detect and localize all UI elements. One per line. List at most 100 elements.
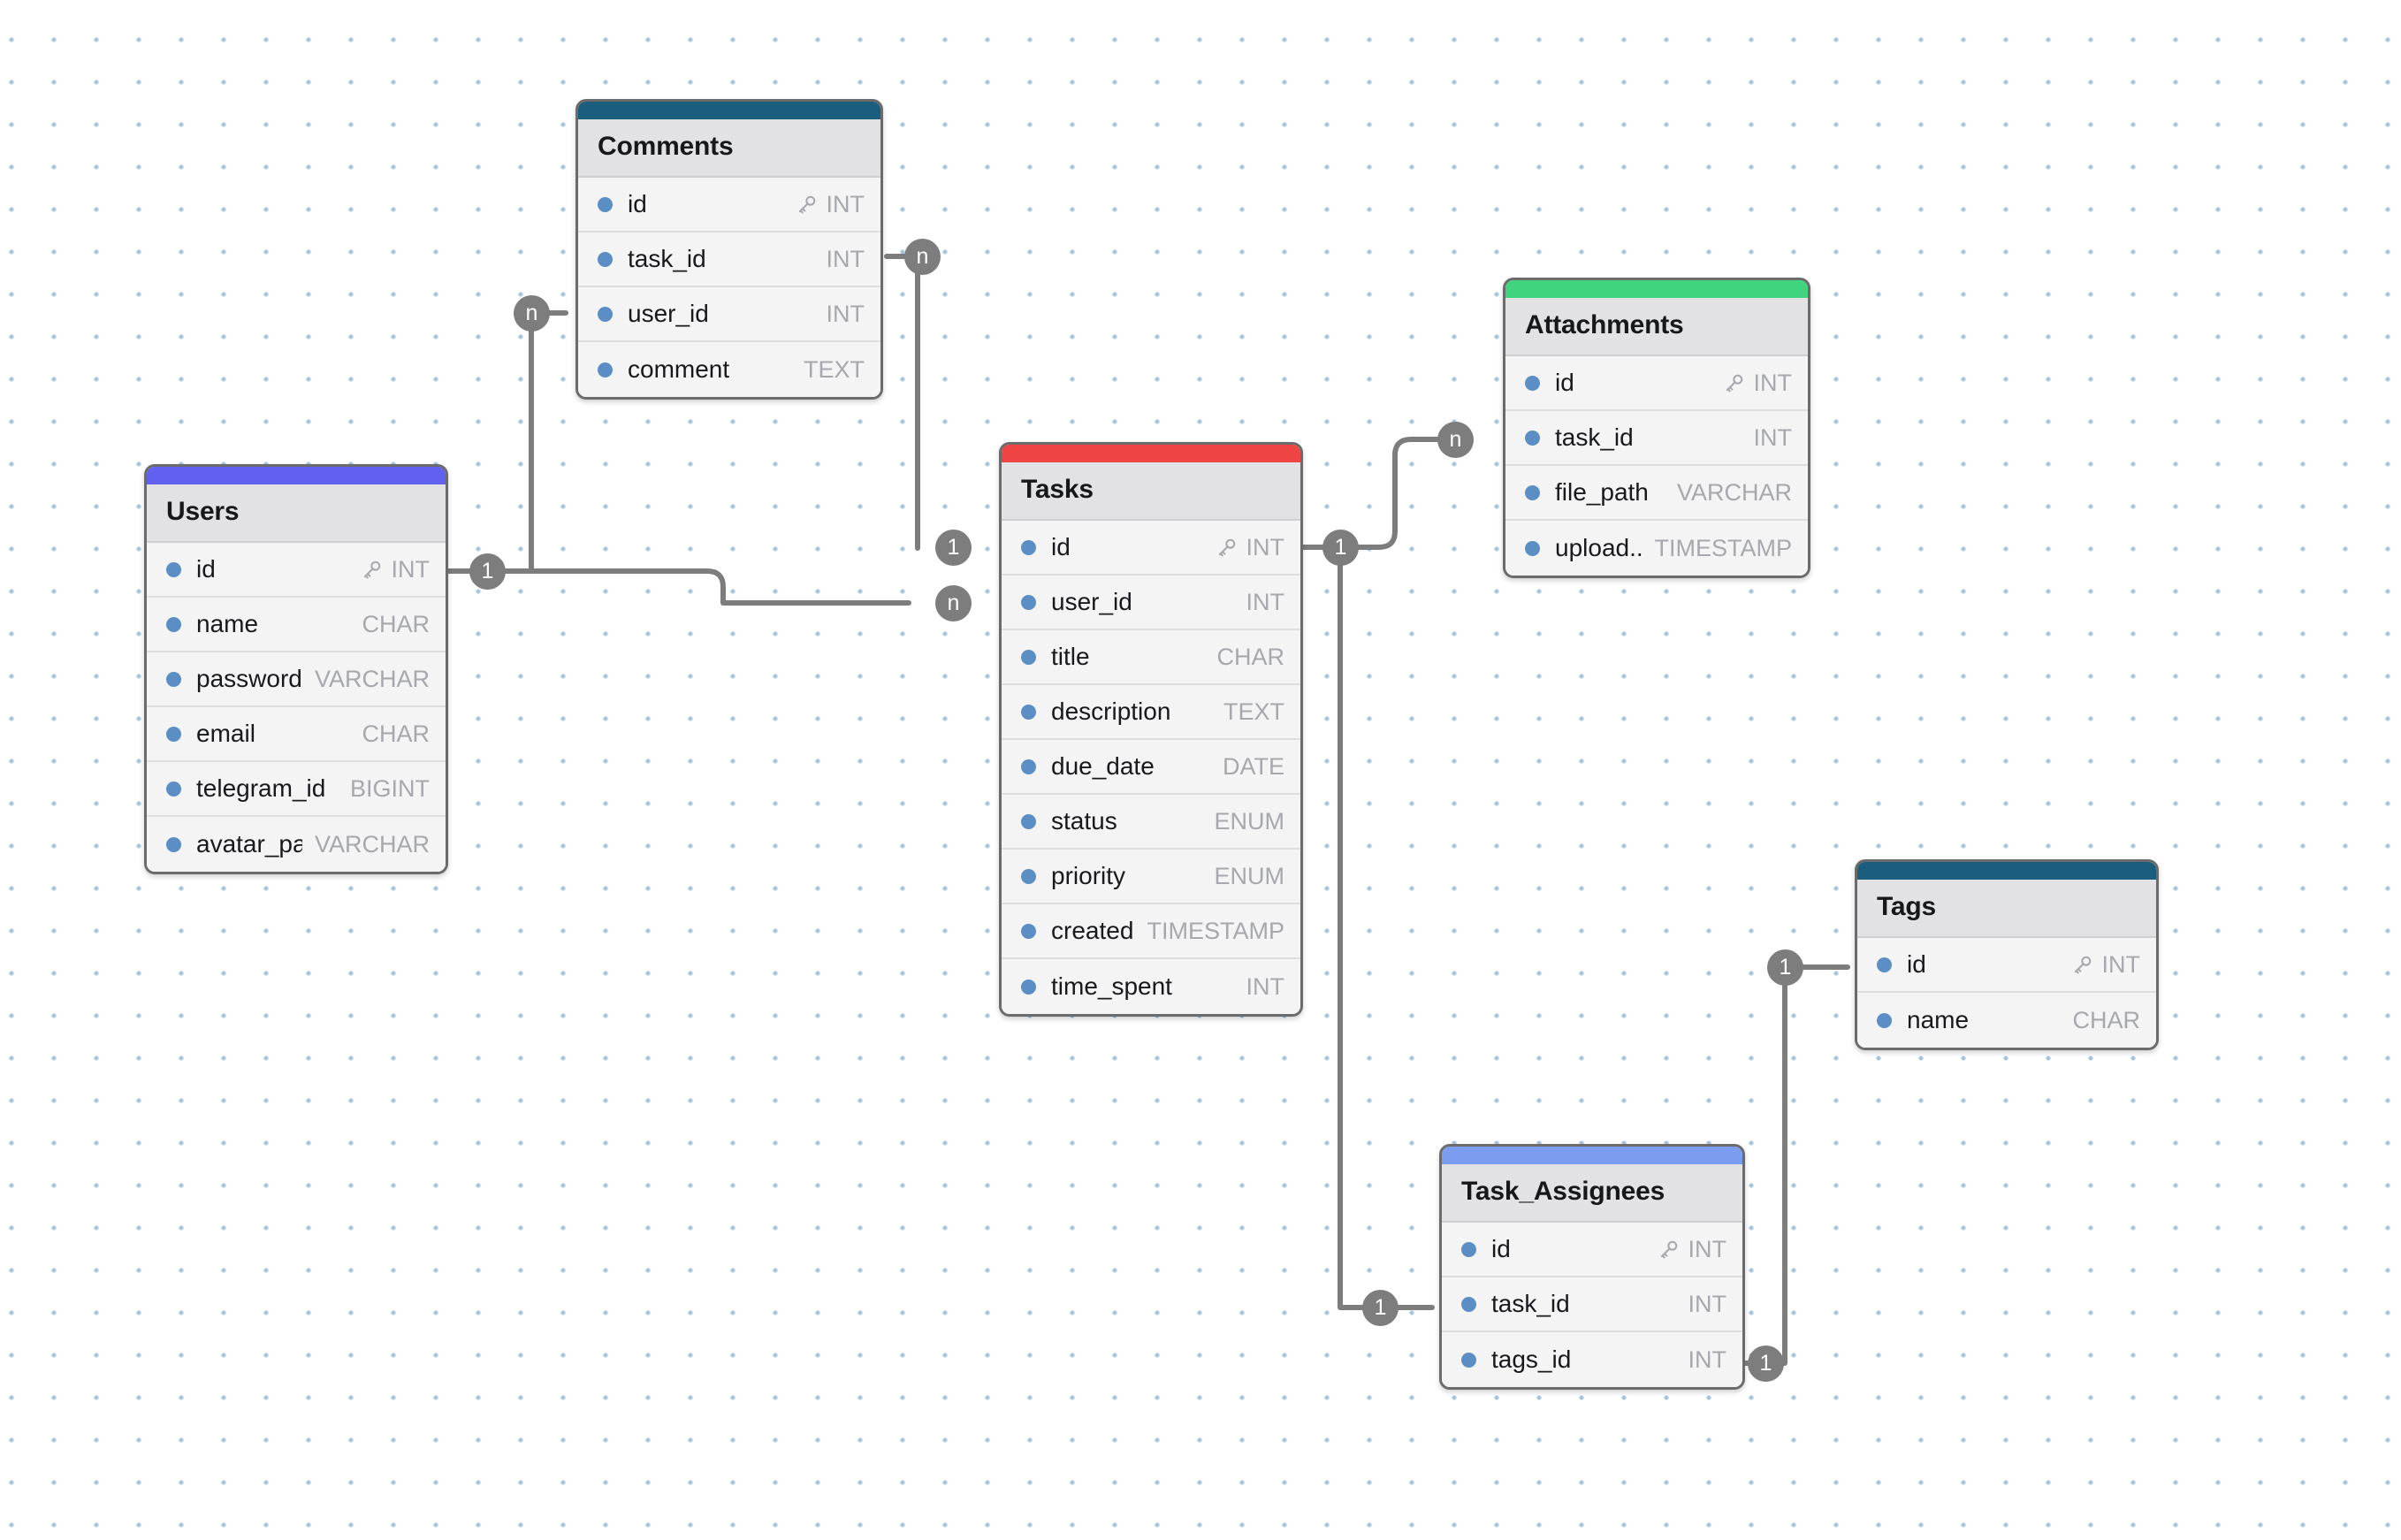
column-meta: VARCHAR <box>302 666 430 693</box>
column-row[interactable]: avatar_pa...VARCHAR <box>147 817 446 872</box>
column-type: VARCHAR <box>1676 478 1792 506</box>
column-row[interactable]: id INT <box>1505 356 1808 411</box>
marker-tasks-id-right-1[interactable]: 1 <box>1322 530 1359 566</box>
marker-tasks-user-id-n[interactable]: n <box>935 585 972 621</box>
column-meta: BIGINT <box>338 775 430 803</box>
column-meta: TEXT <box>791 356 865 384</box>
column-bullet-icon <box>166 836 181 852</box>
column-name: file_path <box>1555 478 1649 506</box>
column-name: user_id <box>628 300 709 327</box>
wire-tags-taskassignees <box>1737 964 1850 1366</box>
column-type: INT <box>826 245 865 272</box>
marker-tags-id-1[interactable]: 1 <box>1767 949 1803 986</box>
column-name: id <box>1555 369 1574 396</box>
column-type: INT <box>1688 1235 1727 1262</box>
table-accent-bar-tags <box>1857 862 2156 880</box>
column-bullet-icon <box>1021 704 1036 720</box>
column-bullet-icon <box>166 726 181 742</box>
column-type: INT <box>1246 588 1285 615</box>
column-name: upload... <box>1555 534 1643 561</box>
column-row[interactable]: upload... TIMESTAMP <box>1505 521 1808 576</box>
column-row[interactable]: id INT <box>1002 521 1300 576</box>
column-row[interactable]: user_id INT <box>578 287 880 342</box>
marker-attachments-task-id-n[interactable]: n <box>1437 422 1474 458</box>
column-row[interactable]: email CHAR <box>147 707 446 762</box>
column-bullet-icon <box>598 196 613 212</box>
column-meta: DATE <box>1210 753 1284 781</box>
column-name: task_id <box>1555 423 1634 451</box>
column-row[interactable]: file_path VARCHAR <box>1505 466 1808 521</box>
wire-tasks-taskassignees <box>1338 545 1435 1310</box>
marker-comments-task-id-n[interactable]: n <box>904 239 941 275</box>
column-name: time_spent <box>1051 972 1172 1000</box>
column-type: TEXT <box>803 355 865 383</box>
column-type: ENUM <box>1214 807 1285 835</box>
column-name: tags_id <box>1491 1346 1572 1373</box>
column-bullet-icon <box>166 671 181 687</box>
column-type: INT <box>1246 533 1285 560</box>
marker-task-assignees-task-id-1[interactable]: 1 <box>1362 1290 1399 1326</box>
wire-tasks-comments <box>884 254 920 551</box>
column-meta: INT <box>2059 951 2140 979</box>
column-bullet-icon <box>1525 484 1540 500</box>
column-meta: ENUM <box>1202 808 1285 835</box>
column-meta: ENUM <box>1202 863 1285 890</box>
column-type: TIMESTAMP <box>1147 917 1284 944</box>
column-type: INT <box>1753 369 1793 396</box>
marker-users-id-1[interactable]: 1 <box>469 553 506 590</box>
column-type: CHAR <box>362 720 430 747</box>
marker-task-assignees-tags-id-1[interactable]: 1 <box>1748 1346 1784 1382</box>
column-bullet-icon <box>1525 430 1540 446</box>
column-bullet-icon <box>1461 1296 1476 1312</box>
column-name: id <box>628 190 647 217</box>
table-accent-bar-attachments <box>1505 280 1808 298</box>
column-meta: INT <box>814 301 865 328</box>
marker-comments-user-id-n[interactable]: n <box>514 295 550 332</box>
column-bullet-icon <box>1021 868 1036 884</box>
column-bullet-icon <box>1021 813 1036 829</box>
column-row[interactable]: created... TIMESTAMP <box>1002 904 1300 959</box>
column-name: status <box>1051 807 1117 835</box>
column-type: TIMESTAMP <box>1654 534 1792 561</box>
column-name: title <box>1051 643 1090 670</box>
column-name: email <box>196 720 255 747</box>
column-row[interactable]: description TEXT <box>1002 685 1300 740</box>
column-type: TEXT <box>1223 698 1284 725</box>
column-name: created... <box>1051 917 1134 944</box>
key-icon <box>1726 374 1742 393</box>
column-row[interactable]: status ENUM <box>1002 795 1300 850</box>
column-name: description <box>1051 698 1171 725</box>
table-accent-bar-users <box>147 467 446 484</box>
table-title-attachments: Attachments <box>1505 298 1808 356</box>
column-bullet-icon <box>1021 594 1036 610</box>
column-meta: CHAR <box>349 611 430 638</box>
column-name: id <box>1051 533 1071 560</box>
column-type: CHAR <box>362 610 430 637</box>
marker-tasks-id-left-1[interactable]: 1 <box>935 530 972 566</box>
